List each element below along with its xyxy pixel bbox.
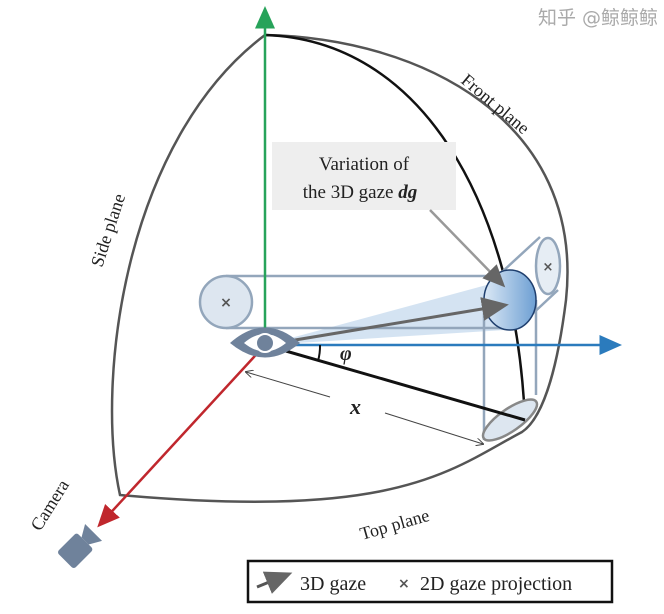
legend-3d-gaze-arrow-icon [256, 571, 293, 594]
x-label: x [349, 394, 361, 419]
x-dimension-left [246, 372, 331, 398]
legend-3d-gaze-label: 3D gaze [300, 573, 366, 595]
callout-text: the 3D gaze [303, 182, 398, 203]
side-projection-marker: × [220, 295, 232, 311]
side-plane-label: Side plane [87, 191, 129, 269]
callout-line2: the 3D gaze dg [303, 182, 417, 203]
camera-icon [58, 523, 103, 568]
front-projection-cylinder [501, 236, 562, 319]
top-plane-label: Top plane [358, 505, 432, 544]
x-dimension-right [384, 412, 483, 444]
legend-cross-icon: × [398, 576, 410, 592]
front-plane-label: Front plane [457, 70, 533, 138]
callout-symbol: dg [398, 182, 417, 203]
sphere-outline [110, 33, 569, 503]
gaze-variation-circle [483, 269, 537, 331]
legend-box [246, 559, 614, 604]
camera-label: Camera [26, 476, 73, 534]
front-projection-marker: × [543, 260, 554, 275]
callout-box [272, 142, 456, 210]
side-projection-cylinder [198, 274, 505, 330]
eye-icon [230, 327, 300, 358]
projection-line [264, 343, 526, 422]
phi-angle-arc [317, 344, 322, 362]
callout-line1: Variation of [319, 154, 410, 175]
phi-label: φ [340, 343, 352, 365]
callout-pointer [429, 209, 506, 288]
gaze-3d-arrow [264, 297, 509, 347]
watermark: 知乎 @鲸鲸鲸 [538, 7, 658, 29]
camera-axis [97, 344, 266, 528]
legend-2d-gaze-label: 2D gaze projection [420, 573, 572, 595]
